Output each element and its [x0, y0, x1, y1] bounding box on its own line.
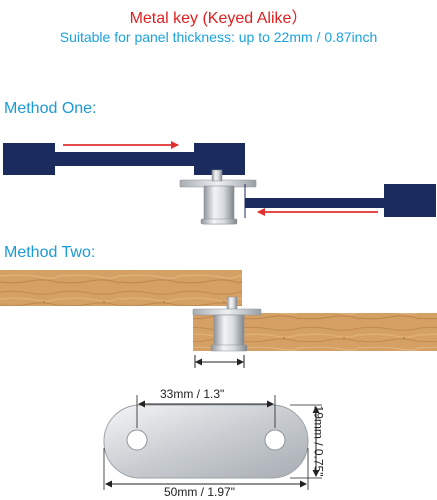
method-two-diagram	[0, 270, 437, 368]
key-plate-diagram	[103, 395, 322, 490]
key-plate-hole-right	[264, 429, 286, 451]
cam-lock-method-one	[179, 169, 257, 225]
page-title: Metal key (Keyed Alike）	[129, 10, 308, 27]
method-two-label: Method Two:	[4, 244, 96, 261]
total-length-label: 50mm / 1.97"	[164, 485, 235, 499]
cam-lock-method-two	[192, 296, 262, 352]
lower-panel	[245, 184, 436, 217]
width-label: 19mm / 0.75"	[311, 405, 326, 477]
method-one-label: Method One:	[4, 100, 97, 117]
method-one-diagram	[3, 141, 436, 225]
hole-spacing-label: 33mm / 1.3"	[160, 387, 225, 401]
upper-wood-panel	[0, 270, 242, 306]
page-subtitle: Suitable for panel thickness: up to 22mm…	[59, 29, 378, 45]
upper-panel	[3, 143, 245, 175]
key-plate-hole-left	[126, 429, 148, 451]
